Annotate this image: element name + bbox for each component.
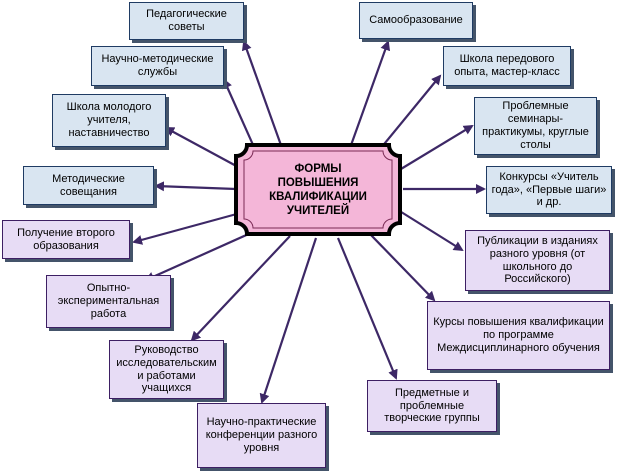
arrow-seminary — [395, 124, 474, 173]
arrow-opytno-eksp — [144, 226, 263, 282]
node-label: Школа молодого учителя, наставничество — [66, 101, 152, 139]
node-label: Публикации в изданиях разного уровня (от… — [477, 234, 598, 286]
node-opytno-eksp: Опытно-экспериментальная работа — [46, 275, 171, 328]
node-label: Педагогические советы — [146, 8, 227, 33]
node-label: Проблемные семинары-практикумы, круглые … — [482, 100, 589, 151]
node-label: Самообразование — [369, 14, 463, 27]
node-label: Курсы повышения квалификации по программ… — [433, 316, 604, 354]
node-nauchno-metod: Научно-методические службы — [91, 46, 224, 86]
node-label: Научно-практические конференции разного … — [205, 416, 318, 454]
node-label: Методические совещания — [52, 172, 125, 198]
arrow-samoobrazovanie — [348, 40, 391, 149]
center-title: ФОРМЫ ПОВЫШЕНИЯ КВАЛИФИКАЦИИ УЧИТЕЛЕЙ — [269, 162, 367, 218]
node-tvorcheskie-gruppy: Предметные и проблемные творческие групп… — [367, 380, 497, 432]
node-label: Руководство исследовательским и работами… — [116, 343, 217, 395]
arrow-konferencii — [259, 237, 318, 404]
node-label: Предметные и проблемные творческие групп… — [384, 386, 480, 425]
arrow-kursy — [369, 233, 436, 302]
node-vtoroe-obrazovanie: Получение второго образования — [2, 220, 130, 259]
node-label: Конкурсы «Учитель года», «Первые шаги» и… — [491, 170, 607, 209]
arrow-metod-soveshchaniya — [154, 181, 237, 192]
node-shkola-molodogo: Школа молодого учителя, наставничество — [52, 94, 166, 147]
node-label: Школа передового опыта, мастер-класс — [454, 53, 560, 78]
node-seminary: Проблемные семинары-практикумы, круглые … — [474, 97, 597, 155]
node-publikacii: Публикации в изданиях разного уровня (от… — [465, 230, 610, 291]
node-label: Получение второго образования — [17, 226, 115, 252]
node-kursy: Курсы повышения квалификации по программ… — [427, 301, 610, 370]
node-shkola-peredovogo: Школа передового опыта, мастер-класс — [443, 46, 571, 86]
node-konferencii: Научно-практические конференции разного … — [197, 403, 326, 468]
center-node: ФОРМЫ ПОВЫШЕНИЯ КВАЛИФИКАЦИИ УЧИТЕЛЕЙ — [233, 142, 403, 237]
arrow-vtoroe-obrazovanie — [132, 210, 245, 245]
node-konkursy: Конкурсы «Учитель года», «Первые шаги» и… — [486, 166, 612, 214]
arrow-tvorcheskie-gruppy — [336, 237, 398, 380]
arrow-ped-sovety — [241, 40, 284, 149]
center-frame — [234, 143, 402, 236]
node-samoobrazovanie: Самообразование — [359, 2, 473, 39]
node-rukovodstvo: Руководство исследовательским и работами… — [109, 340, 224, 399]
node-metod-soveshchaniya: Методические совещания — [23, 166, 154, 205]
arrow-shkola-molodogo — [164, 127, 241, 169]
arrow-publikacii — [397, 209, 464, 252]
arrow-rukovodstvo — [190, 235, 291, 342]
node-ped-sovety: Педагогические советы — [129, 2, 244, 40]
node-label: Научно-методические службы — [101, 53, 214, 78]
arrow-shkola-peredovogo — [375, 74, 442, 155]
node-label: Опытно-экспериментальная работа — [57, 282, 160, 320]
